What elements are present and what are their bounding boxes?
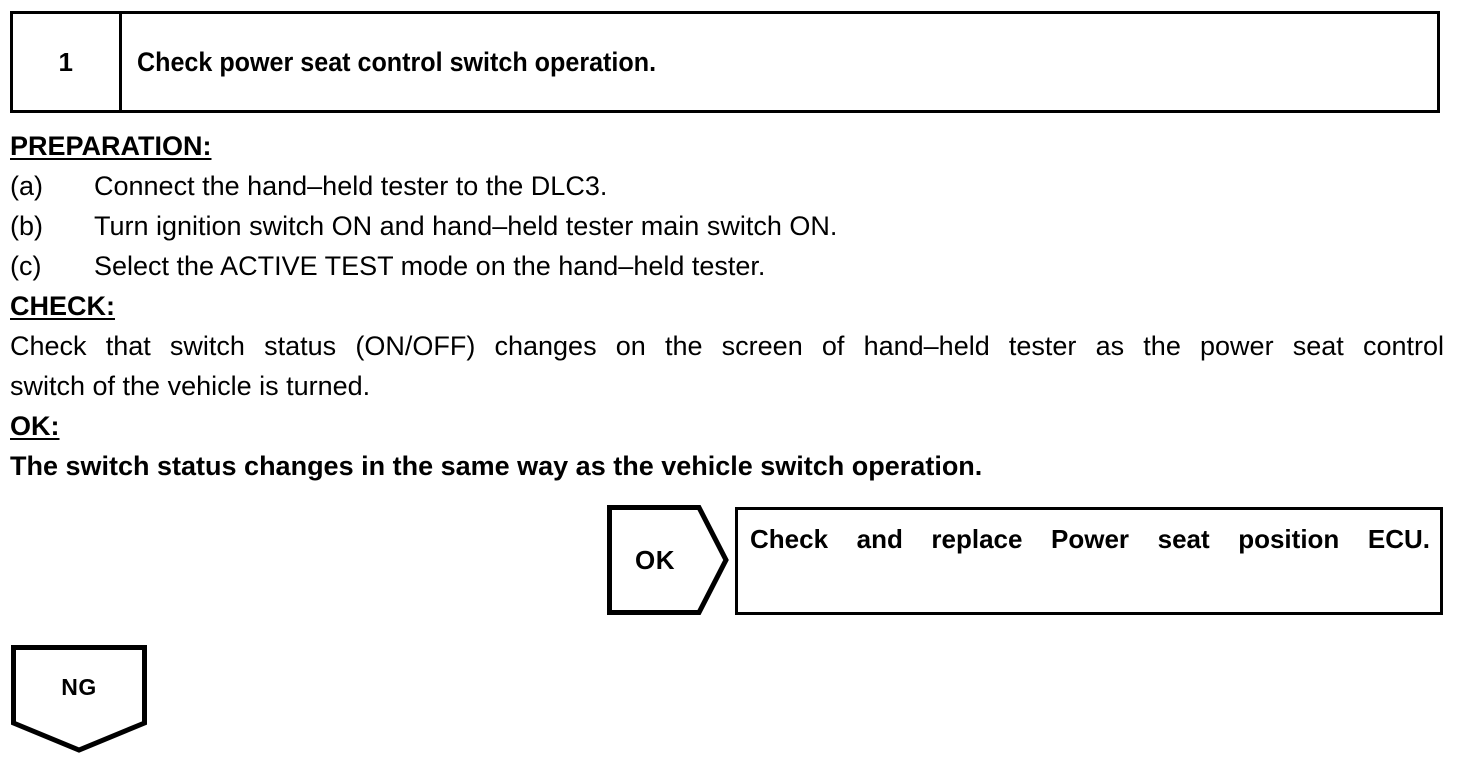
item-text-c: Select the ACTIVE TEST mode on the hand–…	[94, 251, 766, 281]
item-label-b: (b)	[10, 211, 43, 241]
preparation-item-c: (c) Select the ACTIVE TEST mode on the h…	[10, 246, 1444, 286]
item-label-a: (a)	[10, 171, 43, 201]
item-text-a: Connect the hand–held tester to the DLC3…	[94, 171, 608, 201]
item-text-b: Turn ignition switch ON and hand–held te…	[94, 211, 838, 241]
step-title-cell: Check power seat control switch operatio…	[122, 14, 1437, 110]
check-paragraph: Check that switch status (ON/OFF) change…	[10, 326, 1444, 406]
ok-result-box: Check and replace Power seat position EC…	[735, 507, 1443, 615]
preparation-item-b: (b) Turn ignition switch ON and hand–hel…	[10, 206, 1444, 246]
check-heading-line: CHECK:	[10, 286, 1444, 326]
step-header-table: 1 Check power seat control switch operat…	[10, 11, 1440, 113]
step-title: Check power seat control switch operatio…	[137, 46, 657, 77]
preparation-heading: PREPARATION:	[10, 131, 212, 161]
ng-arrow-shape	[11, 645, 147, 753]
check-heading: CHECK:	[10, 291, 115, 321]
ok-heading-line: OK:	[10, 406, 1444, 446]
ok-arrow-shape	[607, 505, 729, 615]
preparation-item-a: (a) Connect the hand–held tester to the …	[10, 166, 1444, 206]
check-paragraph-line-2: switch of the vehicle is turned.	[10, 371, 371, 401]
ok-branch-label: OK	[635, 544, 675, 575]
check-paragraph-line-1: Check that switch status (ON/OFF) change…	[10, 331, 1444, 361]
step-number: 1	[58, 46, 74, 77]
ok-branch-arrow: OK	[607, 505, 729, 615]
ok-heading: OK:	[10, 411, 60, 441]
ok-result-text: Check and replace Power seat position EC…	[750, 524, 1430, 554]
ng-branch-label: NG	[61, 673, 97, 700]
ng-branch-arrow: NG	[11, 645, 147, 755]
step-number-cell: 1	[13, 14, 122, 110]
ok-statement: The switch status changes in the same wa…	[10, 451, 983, 481]
item-label-c: (c)	[10, 251, 42, 281]
procedure-body: PREPARATION: (a) Connect the hand–held t…	[10, 126, 1444, 486]
preparation-heading-line: PREPARATION:	[10, 126, 1444, 166]
